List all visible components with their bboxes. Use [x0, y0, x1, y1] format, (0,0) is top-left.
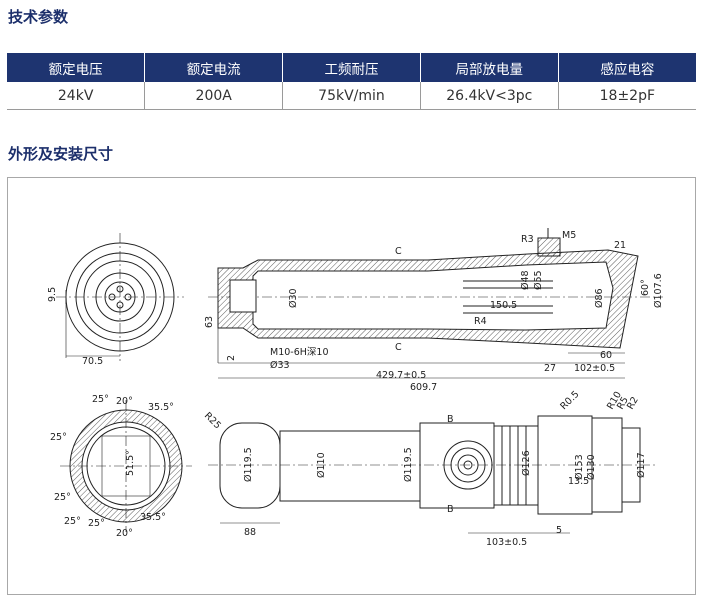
- angle-25-bottom-b: 25°: [88, 518, 105, 529]
- dim-dia-110: Ø110: [316, 452, 327, 478]
- dim-27: 27: [544, 363, 556, 374]
- table-row: 24kV 200A 75kV/min 26.4kV<3pc 18±2pF: [7, 82, 696, 110]
- dim-21: 21: [614, 240, 626, 251]
- header-power-freq-withstand: 工频耐压: [282, 53, 421, 82]
- dim-609-7: 609.7: [410, 382, 437, 393]
- radius-r2: R2: [625, 395, 641, 411]
- radius-r4: R4: [474, 316, 487, 327]
- header-rated-voltage: 额定电压: [7, 53, 145, 82]
- header-partial-discharge: 局部放电量: [419, 53, 559, 82]
- dim-13-5: 13.5: [568, 476, 589, 487]
- technical-drawing: 9.5 70.5 25° 20° 35.5° 25° 51.5° 25° 25°…: [47, 228, 664, 548]
- table-header-row: 额定电压 额定电流 工频耐压 局部放电量 感应电容: [7, 53, 696, 82]
- tech-params-table: 额定电压 额定电流 工频耐压 局部放电量 感应电容 24kV 200A 75kV…: [7, 53, 696, 110]
- radius-r5: R5: [615, 395, 631, 411]
- dim-dia-119-5-left: Ø119.5: [243, 447, 254, 482]
- section-view-bottom: [60, 400, 192, 532]
- radius-r3: R3: [521, 234, 534, 245]
- angle-25-top: 25°: [92, 394, 109, 405]
- cell-power-freq-withstand: 75kV/min: [282, 82, 421, 110]
- angle-25-left: 25°: [50, 432, 67, 443]
- radius-r25: R25: [202, 410, 223, 431]
- outer-view: [208, 415, 658, 534]
- dim-dia-55: Ø55: [533, 270, 544, 290]
- header-induced-capacitance: 感应电容: [557, 53, 696, 82]
- dim-102: 102±0.5: [574, 363, 615, 374]
- header-rated-current: 额定电流: [144, 53, 283, 82]
- dim-dia-86: Ø86: [594, 288, 605, 308]
- dim-dia-126: Ø126: [521, 450, 532, 476]
- angle-35-5-bottom: 35.5°: [140, 512, 166, 523]
- thread-m5: M5: [562, 230, 576, 241]
- dim-9-5: 9.5: [47, 287, 58, 302]
- tech-params-title: 技术参数: [8, 8, 69, 26]
- dim-88: 88: [244, 527, 256, 538]
- angle-20-top: 20°: [116, 396, 133, 407]
- section-b-bottom: B: [447, 504, 454, 515]
- dim-5: 5: [556, 525, 562, 536]
- technical-drawing-frame: 9.5 70.5 25° 20° 35.5° 25° 51.5° 25° 25°…: [7, 177, 696, 595]
- angle-25-low-left: 25°: [54, 492, 71, 503]
- dim-63: 63: [204, 316, 215, 328]
- angle-51-5: 51.5°: [125, 450, 136, 476]
- dim-150-5: 150.5: [490, 300, 517, 311]
- cell-induced-capacitance: 18±2pF: [557, 82, 696, 110]
- radius-r0-5: R0.5: [558, 389, 581, 412]
- dim-dia-33: Ø33: [270, 360, 290, 371]
- cell-rated-voltage: 24kV: [7, 82, 145, 110]
- end-view-top: [56, 233, 184, 361]
- dim-70-5: 70.5: [82, 356, 103, 367]
- cell-rated-current: 200A: [144, 82, 283, 110]
- section-c-top: C: [395, 246, 402, 257]
- dim-dia-107-6: Ø107.6: [653, 273, 664, 308]
- angle-60: 60°: [640, 279, 651, 296]
- cell-partial-discharge: 26.4kV<3pc: [419, 82, 559, 110]
- dim-dia-153: Ø153: [574, 454, 585, 480]
- dim-dia-117: Ø117: [636, 452, 647, 478]
- thread-spec: M10-6H深10: [270, 347, 329, 358]
- dim-dia-30: Ø30: [288, 288, 299, 308]
- dim-dia-130: Ø130: [586, 454, 597, 480]
- dim-dia-119-5-right: Ø119.5: [403, 447, 414, 482]
- angle-35-5-top: 35.5°: [148, 402, 174, 413]
- main-section-view: [208, 228, 663, 379]
- dim-dia-48: Ø48: [520, 270, 531, 290]
- section-c-bottom: C: [395, 342, 402, 353]
- dim-429-7: 429.7±0.5: [376, 370, 426, 381]
- angle-25-bottom-a: 25°: [64, 516, 81, 527]
- dim-2: 2: [226, 355, 237, 361]
- dimensions-title: 外形及安装尺寸: [8, 145, 114, 163]
- dim-60: 60: [600, 350, 612, 361]
- section-b-top: B: [447, 414, 454, 425]
- dim-103: 103±0.5: [486, 537, 527, 548]
- angle-20-bottom: 20°: [116, 528, 133, 539]
